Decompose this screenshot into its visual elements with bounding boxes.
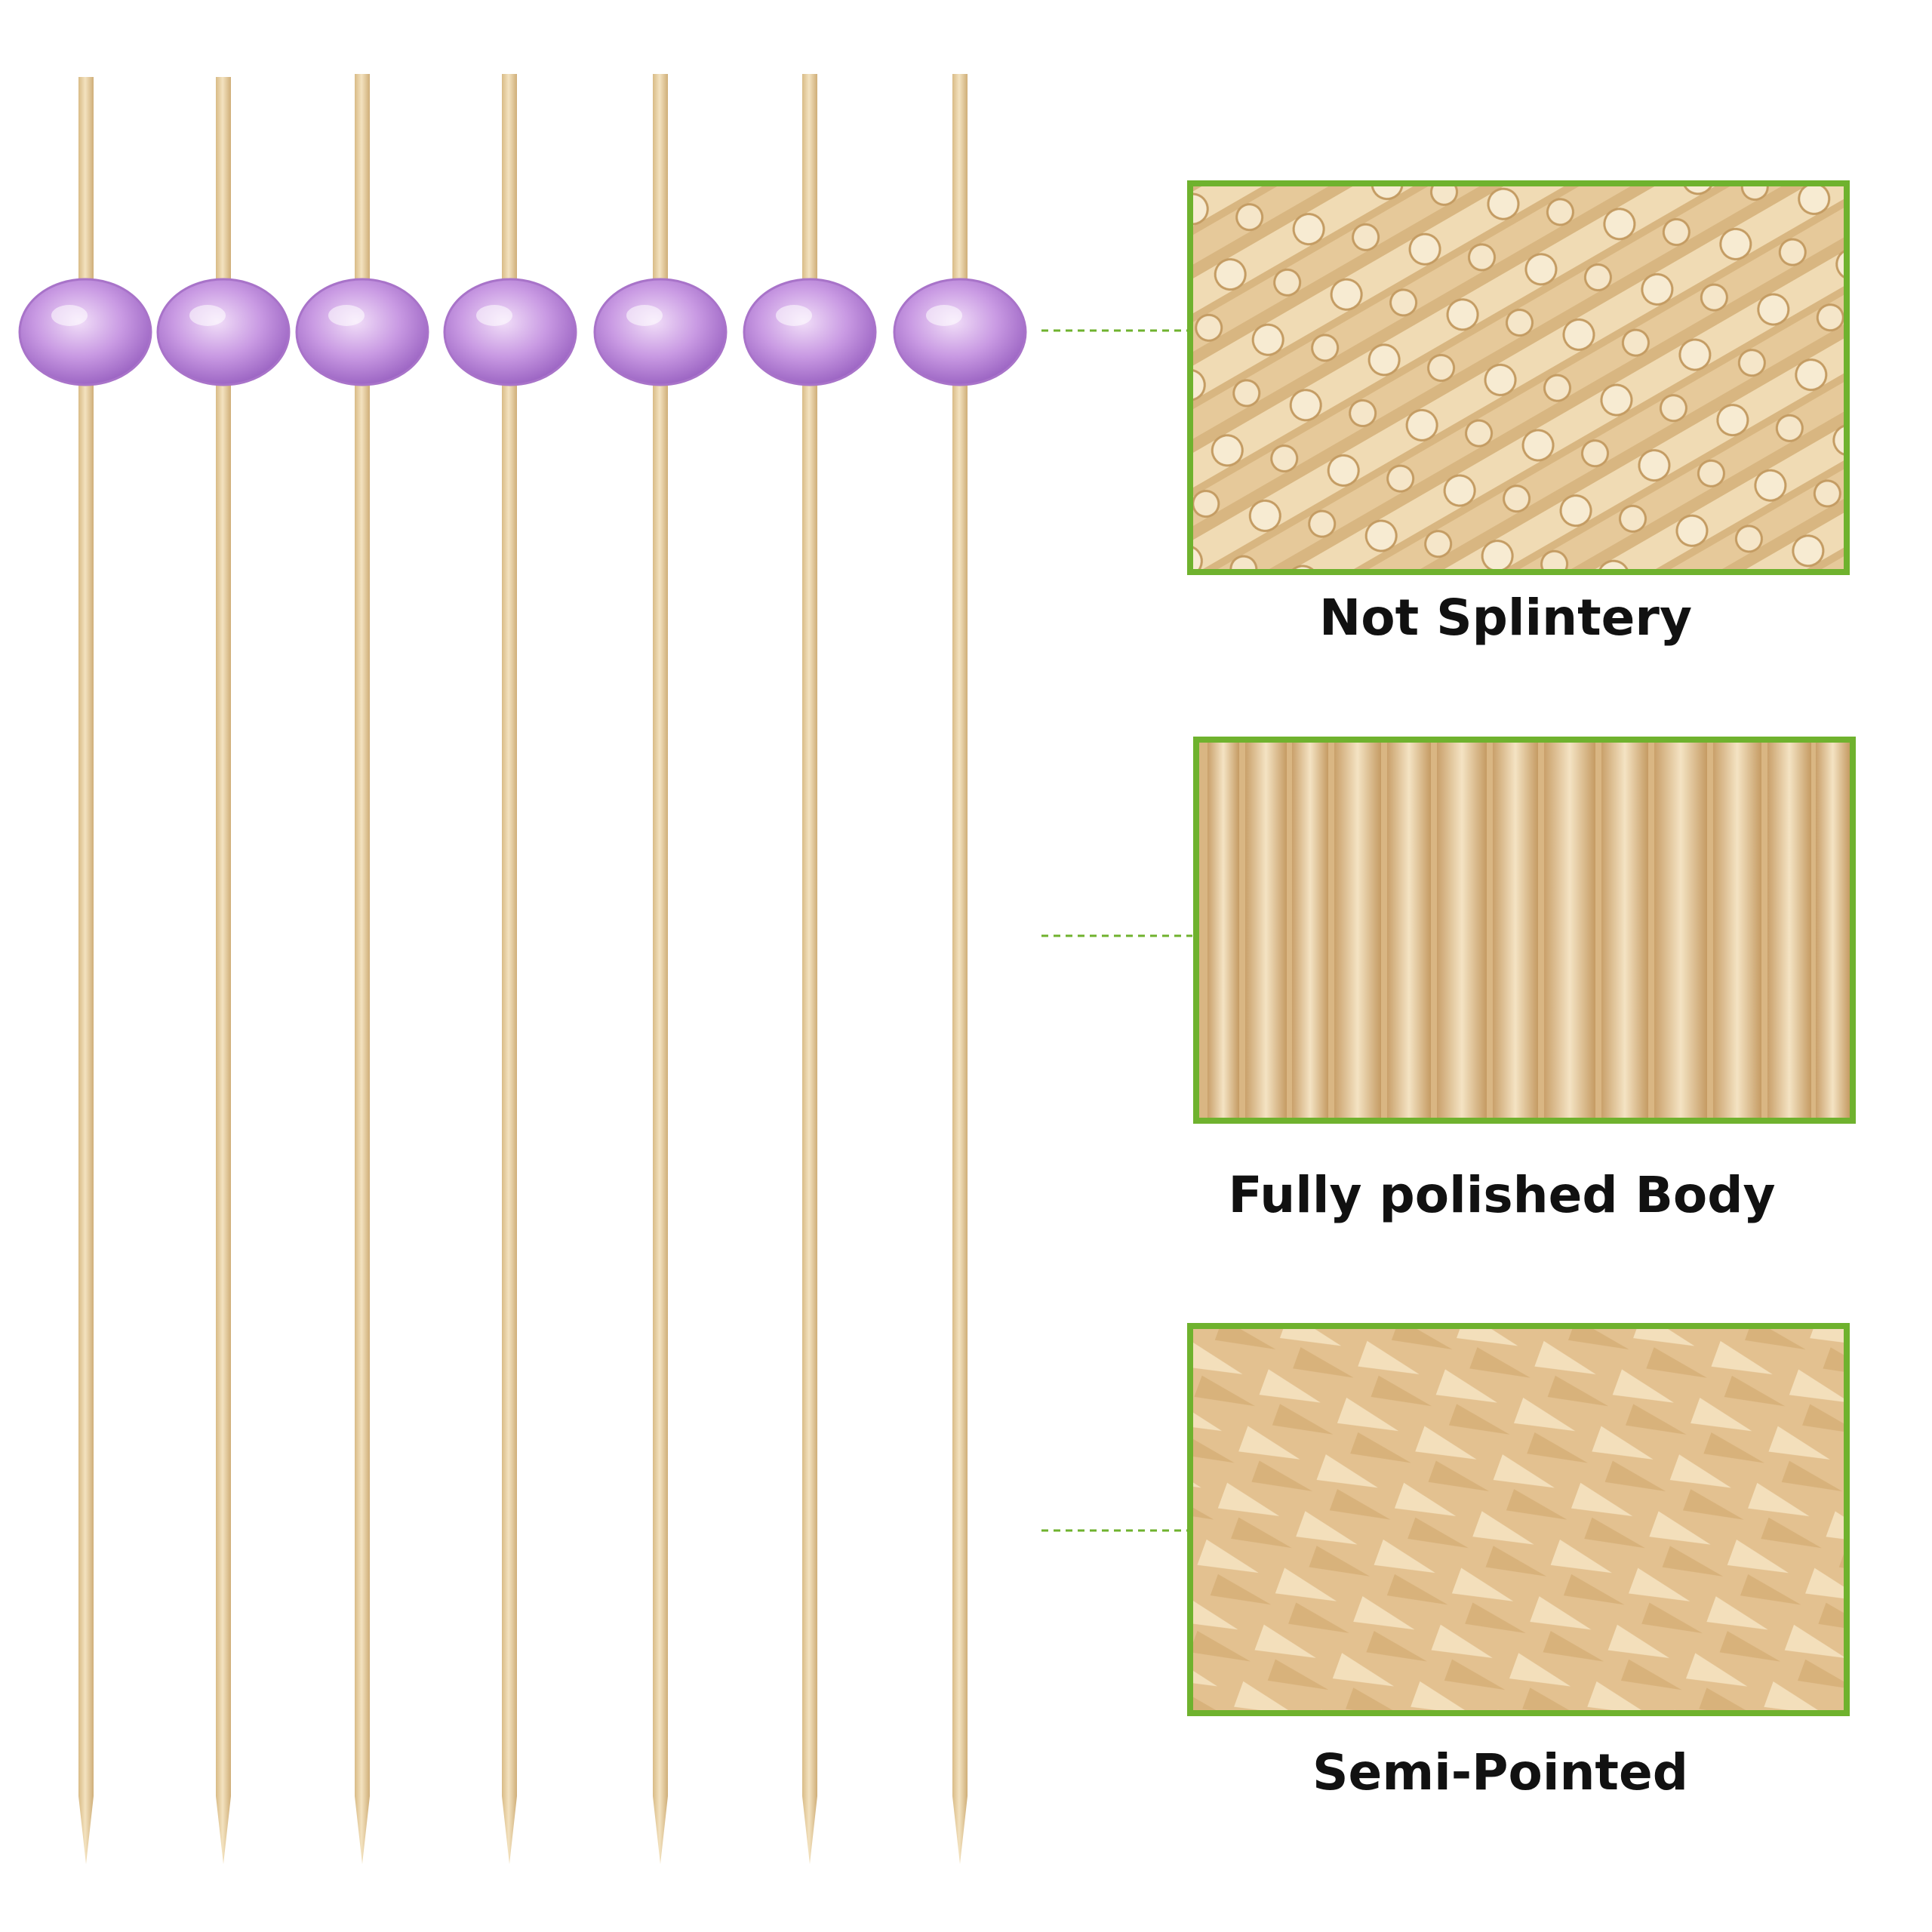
skewer-6 (743, 74, 877, 1864)
purple-bead-icon (893, 278, 1027, 386)
feature-caption-polished-body: Fully polished Body (1228, 1166, 1776, 1224)
purple-bead-icon (743, 278, 877, 386)
feature-caption-semi-pointed: Semi-Pointed (1312, 1743, 1688, 1801)
skewer-set (18, 74, 1027, 1864)
skewer-3 (295, 74, 429, 1864)
purple-bead-icon (443, 278, 577, 386)
bamboo-sticks-icon (1193, 737, 1856, 1124)
feature-caption-not-splintery: Not Splintery (1318, 589, 1692, 647)
bamboo-ends-icon (1187, 180, 1850, 575)
bamboo-tips-icon (1187, 1323, 1850, 1716)
skewer-5 (593, 74, 728, 1864)
purple-bead-icon (593, 278, 728, 386)
skewer-1 (18, 77, 152, 1864)
skewer-4 (443, 74, 577, 1864)
purple-bead-icon (156, 278, 291, 386)
connector-lines (1041, 329, 1192, 1532)
purple-bead-icon (18, 278, 152, 386)
skewer-7 (893, 74, 1027, 1864)
purple-bead-icon (295, 278, 429, 386)
skewer-2 (156, 77, 291, 1864)
